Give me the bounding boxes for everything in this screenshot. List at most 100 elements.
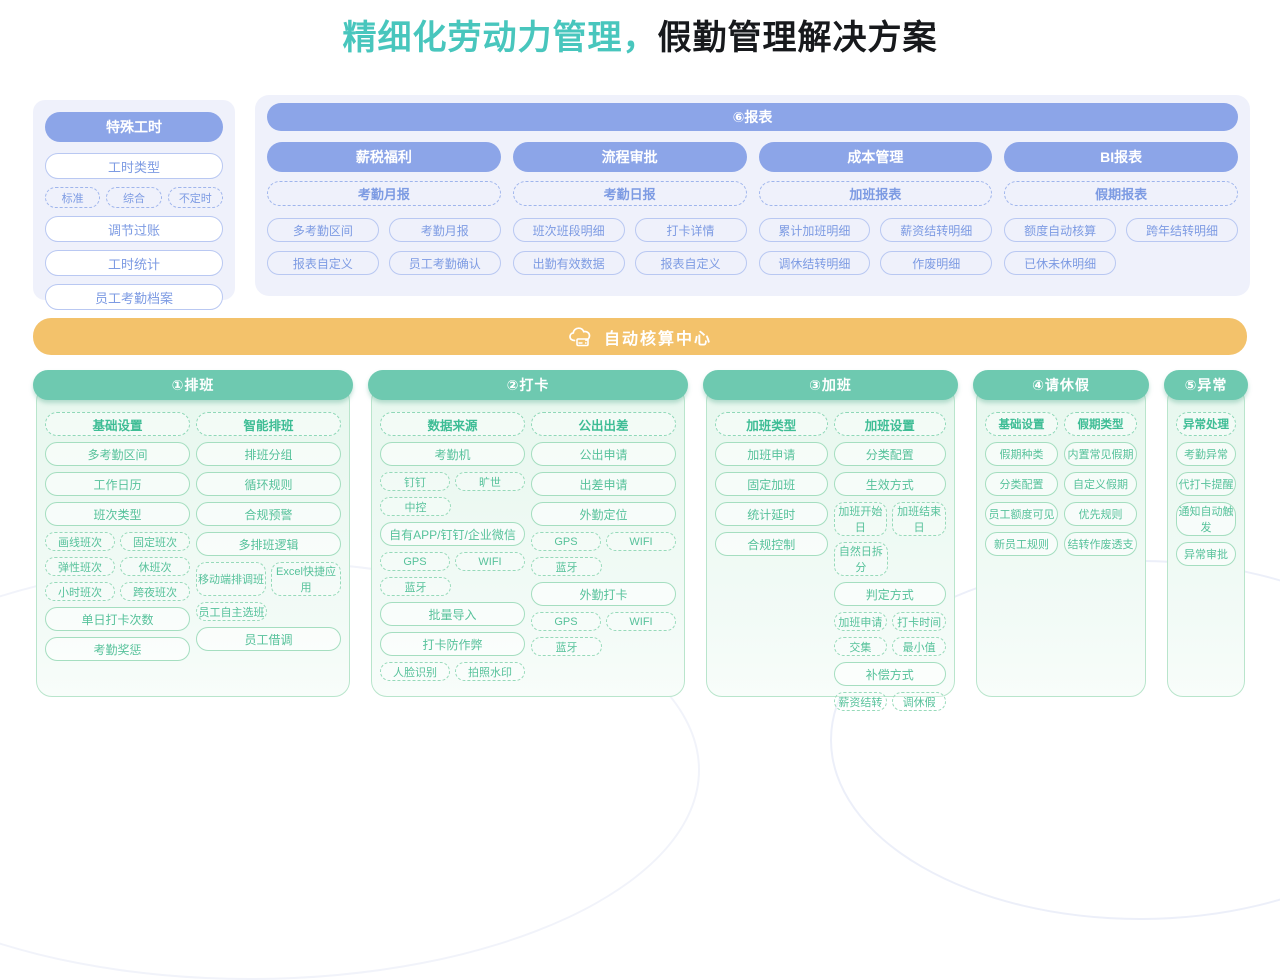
mini-pill-row: 蓝牙 <box>531 637 676 656</box>
feature-pill: 分类配置 <box>833 442 946 466</box>
mini-pill-row: 加班开始日加班结束日 <box>833 502 946 536</box>
mini-pill: 休班次 <box>120 557 190 576</box>
mini-pill: 薪资结转 <box>833 692 888 711</box>
mini-pill: 交集 <box>833 637 888 656</box>
report-cell: 出勤有效数据 <box>512 251 625 275</box>
section-pill: 基础设置 <box>985 412 1058 436</box>
mini-pill: GPS <box>531 532 601 551</box>
reports-header: ⑥报表 <box>267 103 1238 131</box>
mini-pill: 自然日拆分 <box>833 542 889 576</box>
module-panel-header: ⑤异常 <box>1164 370 1248 400</box>
report-column-header: 成本管理 <box>758 142 993 172</box>
feature-pill: 代打卡提醒 <box>1176 472 1236 496</box>
mini-pill: 画线班次 <box>45 532 115 551</box>
feature-pill: 优先规则 <box>1064 502 1137 526</box>
module-column: 基础设置多考勤区间工作日历班次类型画线班次固定班次弹性班次休班次小时班次跨夜班次… <box>45 412 190 686</box>
module-panel: ①排班基础设置多考勤区间工作日历班次类型画线班次固定班次弹性班次休班次小时班次跨… <box>33 370 353 697</box>
page-title: 精细化劳动力管理，假勤管理解决方案 <box>0 10 1280 59</box>
module-panel-body: 加班类型加班申请固定加班统计延时合规控制加班设置分类配置生效方式加班开始日加班结… <box>706 385 955 711</box>
report-cell-grid: 多考勤区间考勤月报报表自定义员工考勤确认 <box>267 218 501 275</box>
feature-pill: 合规控制 <box>715 532 828 556</box>
module-panel: ③加班加班类型加班申请固定加班统计延时合规控制加班设置分类配置生效方式加班开始日… <box>703 370 958 711</box>
report-subheader-pill: 加班报表 <box>758 181 993 206</box>
feature-pill: 自定义假期 <box>1064 472 1137 496</box>
mini-pill: 弹性班次 <box>45 557 115 576</box>
mini-pill-row: 交集最小值 <box>833 637 946 656</box>
mini-pill-row: 标准综合不定时 <box>45 187 223 208</box>
report-cell: 额度自动核算 <box>1004 218 1117 242</box>
module-column: 异常处理考勤异常代打卡提醒通知自动触发异常审批 <box>1176 412 1236 686</box>
mini-pill: Excel快捷应用 <box>271 562 341 596</box>
mini-pill-row: 蓝牙 <box>380 577 525 596</box>
module-panel-header: ③加班 <box>703 370 958 400</box>
module-panel-body: 基础设置多考勤区间工作日历班次类型画线班次固定班次弹性班次休班次小时班次跨夜班次… <box>36 385 350 697</box>
mini-pill-row: 自然日拆分 <box>833 542 947 576</box>
feature-pill: 固定加班 <box>715 472 828 496</box>
report-cell: 多考勤区间 <box>267 218 379 242</box>
feature-pill: 考勤机 <box>380 442 525 466</box>
mini-pill-row: 小时班次跨夜班次 <box>45 582 190 601</box>
module-panel-columns: 加班类型加班申请固定加班统计延时合规控制加班设置分类配置生效方式加班开始日加班结… <box>715 412 947 711</box>
mini-pill: 标准 <box>45 187 101 208</box>
feature-pill: 公出申请 <box>531 442 676 466</box>
mini-pill: GPS <box>380 552 450 571</box>
feature-pill: 结转作废透支 <box>1064 532 1137 556</box>
mini-pill-row: 中控 <box>380 497 525 516</box>
feature-pill: 合规预警 <box>196 502 341 526</box>
report-cell: 累计加班明细 <box>758 218 871 242</box>
feature-pill: 通知自动触发 <box>1176 502 1236 536</box>
section-pill: 加班设置 <box>833 412 946 436</box>
special-hours-header: 特殊工时 <box>45 112 223 142</box>
mini-pill: 蓝牙 <box>531 557 602 576</box>
report-column-header: 薪税福利 <box>267 142 501 172</box>
report-cell-grid: 班次班段明细打卡详情出勤有效数据报表自定义 <box>512 218 747 275</box>
report-cell: 员工考勤确认 <box>388 251 501 275</box>
section-pill: 公出出差 <box>531 412 676 436</box>
module-panel-columns: 异常处理考勤异常代打卡提醒通知自动触发异常审批 <box>1176 412 1236 686</box>
report-cell: 跨年结转明细 <box>1126 218 1238 242</box>
module-column: 基础设置假期种类分类配置员工额度可见新员工规则 <box>985 412 1058 686</box>
feature-pill: 班次类型 <box>45 502 190 526</box>
mini-pill: 跨夜班次 <box>120 582 190 601</box>
feature-pill: 批量导入 <box>380 602 525 626</box>
mini-pill-row: 弹性班次休班次 <box>45 557 190 576</box>
section-pill: 假期类型 <box>1064 412 1137 436</box>
mini-pill: 不定时 <box>167 187 223 208</box>
mini-pill-row: GPS WIFI <box>531 532 676 551</box>
mini-pill: 固定班次 <box>120 532 190 551</box>
mini-pill: WIFI <box>606 612 676 631</box>
mini-pill-row: 画线班次固定班次 <box>45 532 190 551</box>
module-panel-header: ④请休假 <box>973 370 1149 400</box>
mini-pill: WIFI <box>606 532 676 551</box>
mini-pill: 员工自主选班 <box>196 602 267 621</box>
report-cell: 薪资结转明细 <box>880 218 993 242</box>
feature-pill: 排班分组 <box>196 442 341 466</box>
feature-pill: 分类配置 <box>985 472 1058 496</box>
page-title-highlight: 精细化劳动力管理， <box>342 19 658 57</box>
feature-pill: 考勤奖惩 <box>45 637 190 661</box>
feature-pill: 工时统计 <box>45 250 223 276</box>
report-cell: 作废明细 <box>880 251 993 275</box>
feature-pill: 员工考勤档案 <box>45 284 223 310</box>
module-panel-body: 异常处理考勤异常代打卡提醒通知自动触发异常审批 <box>1167 385 1245 697</box>
feature-pill: 外勤定位 <box>531 502 676 526</box>
mini-pill: 最小值 <box>892 637 946 656</box>
report-cell-grid: 额度自动核算跨年结转明细已休未休明细 <box>1004 218 1238 275</box>
mini-pill: 中控 <box>380 497 451 516</box>
feature-pill: 考勤异常 <box>1176 442 1236 466</box>
feature-pill: 自有APP/钉钉/企业微信 <box>380 522 525 546</box>
report-cell: 打卡详情 <box>634 218 747 242</box>
mini-pill: 调休假 <box>892 692 946 711</box>
feature-pill: 多考勤区间 <box>45 442 190 466</box>
feature-pill: 打卡防作弊 <box>380 632 525 656</box>
report-cell: 班次班段明细 <box>512 218 625 242</box>
section-pill: 异常处理 <box>1176 412 1236 436</box>
report-column: 成本管理加班报表累计加班明细薪资结转明细调休结转明细作废明细 <box>758 142 993 275</box>
mini-pill: 加班开始日 <box>833 502 888 536</box>
mini-pill: 拍照水印 <box>455 662 525 681</box>
